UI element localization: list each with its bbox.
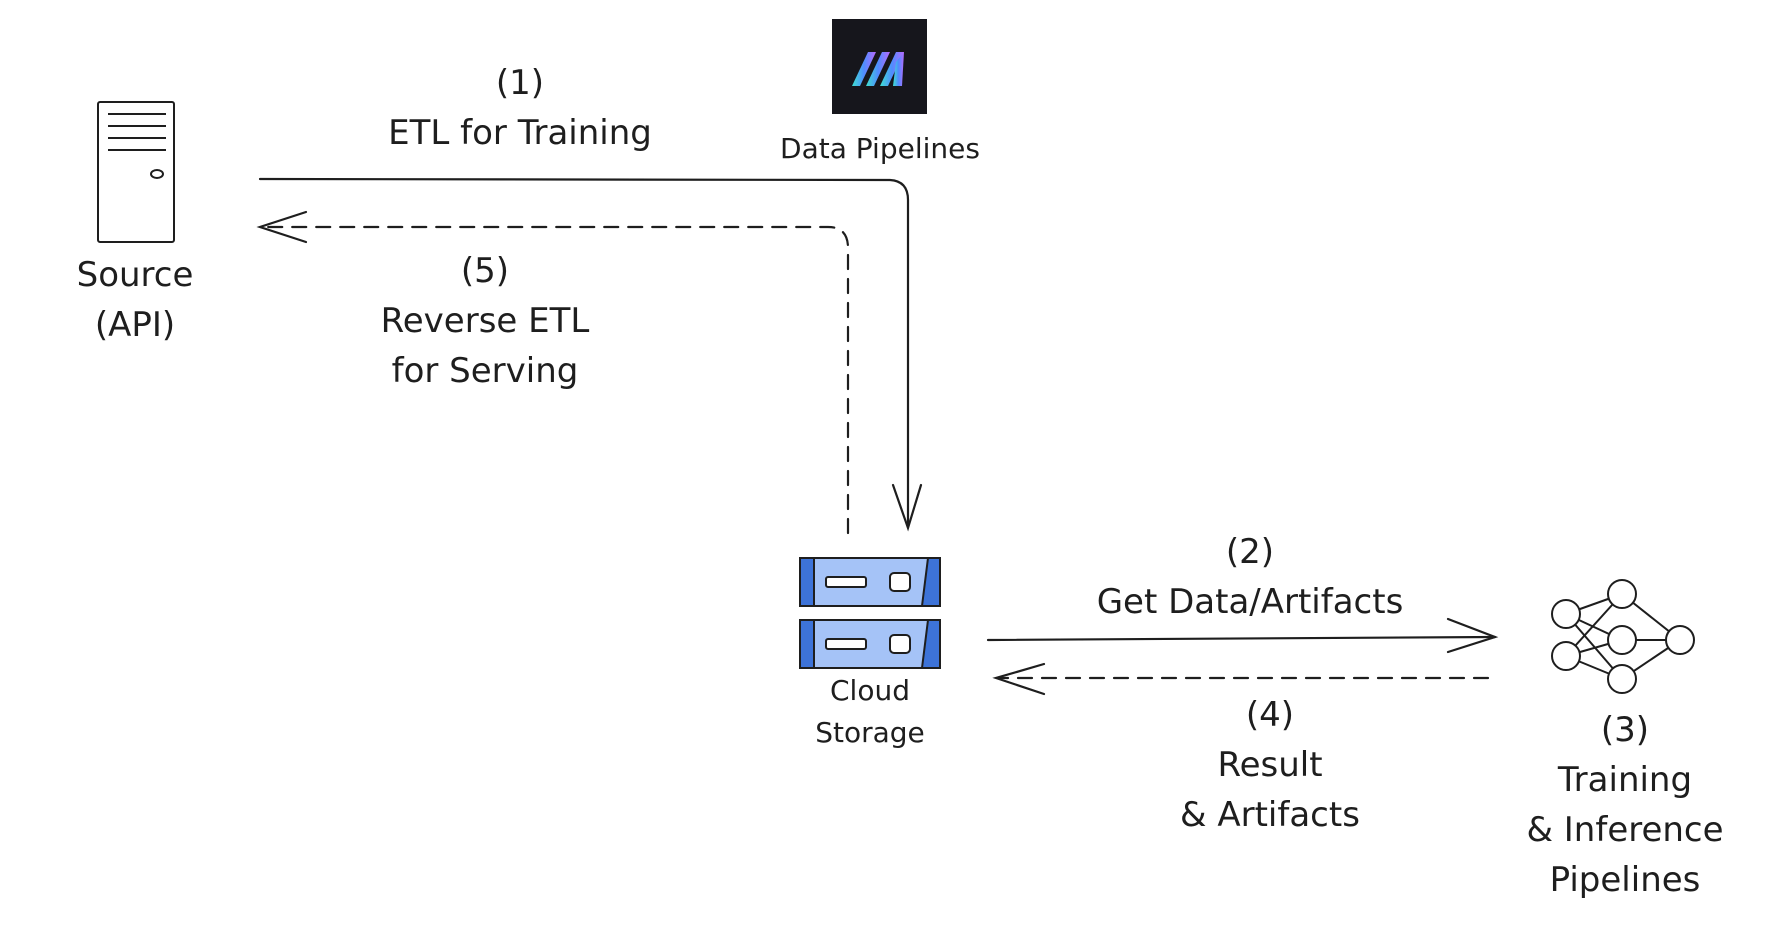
result-step: (4) [1245, 695, 1295, 735]
source-label-line-2: (API) [94, 305, 176, 345]
source-label-line-1: Source [76, 255, 194, 295]
training-line-3: Pipelines [1549, 860, 1701, 900]
reverse-etl-label: (5) Reverse ETL for Serving [330, 246, 640, 396]
source-label: Source (API) [40, 250, 230, 350]
cloud-storage-icon [799, 557, 941, 669]
etl-training-text: ETL for Training [388, 113, 652, 153]
result-line-1: Result [1217, 745, 1323, 785]
data-pipelines-logo-icon [832, 19, 927, 114]
training-label: (3) Training & Inference Pipelines [1490, 705, 1760, 905]
etl-training-arrow [258, 177, 923, 532]
result-arrow [992, 662, 1490, 696]
cloud-storage-line-2: Storage [815, 716, 925, 749]
data-pipelines-label: Data Pipelines [760, 128, 1000, 170]
etl-training-label: (1) ETL for Training [330, 58, 710, 158]
reverse-etl-line-1: Reverse ETL [380, 301, 590, 341]
cloud-storage-label: Cloud Storage [790, 670, 950, 754]
server-icon [97, 101, 175, 243]
get-data-text: Get Data/Artifacts [1096, 582, 1404, 622]
reverse-etl-line-2: for Serving [391, 351, 579, 391]
get-data-label: (2) Get Data/Artifacts [1040, 527, 1460, 627]
result-label: (4) Result & Artifacts [1120, 690, 1420, 840]
reverse-etl-step: (5) [460, 251, 510, 291]
training-line-1: Training [1557, 760, 1693, 800]
cloud-storage-line-1: Cloud [830, 674, 910, 707]
result-line-2: & Artifacts [1180, 795, 1360, 835]
get-data-step: (2) [1225, 532, 1275, 572]
data-pipelines-label-text: Data Pipelines [780, 132, 980, 165]
get-data-arrow [986, 617, 1499, 654]
training-step: (3) [1600, 710, 1650, 750]
training-line-2: & Inference [1526, 810, 1724, 850]
neural-network-icon [1551, 579, 1695, 694]
etl-training-step: (1) [495, 63, 545, 103]
reverse-etl-arrow [256, 210, 850, 535]
